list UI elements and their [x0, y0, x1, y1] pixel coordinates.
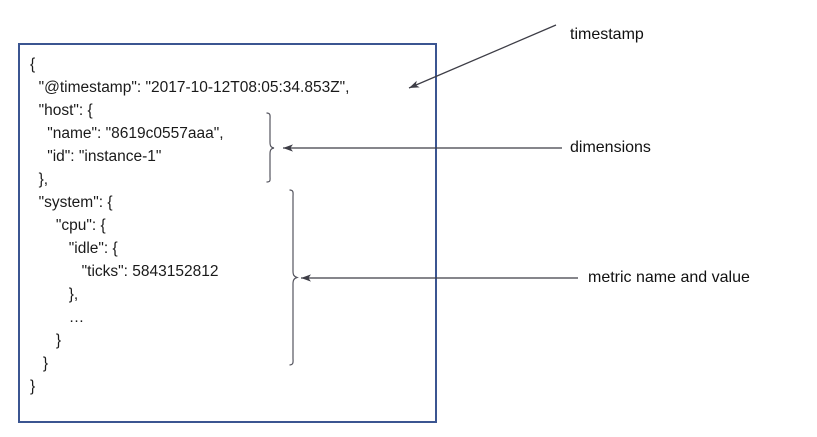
json-line-root-close: } [30, 378, 36, 395]
annotation-label-metric: metric name and value [588, 269, 750, 286]
json-line-host-open: "host": { [30, 102, 93, 119]
json-line-host-name: "name": "8619c0557aaa", [30, 125, 224, 142]
json-line: { [30, 56, 36, 73]
json-line-cpu-close: } [30, 332, 62, 349]
json-line-host-id: "id": "instance-1" [30, 148, 162, 165]
json-line-cpu-open: "cpu": { [30, 217, 106, 234]
json-line-system-close: } [30, 355, 49, 372]
json-code-block: { "@timestamp": "2017-10-12T08:05:34.853… [30, 53, 430, 398]
annotation-label-timestamp: timestamp [570, 26, 644, 43]
json-line-system-open: "system": { [30, 194, 113, 211]
json-line-ticks: "ticks": 5843152812 [30, 263, 219, 280]
json-line-idle-close: }, [30, 286, 79, 303]
annotation-label-dimensions: dimensions [570, 139, 651, 156]
json-line-ellipsis: … [30, 309, 85, 326]
json-line-idle-open: "idle": { [30, 240, 118, 257]
json-line-host-close: }, [30, 171, 49, 188]
json-document-box: { "@timestamp": "2017-10-12T08:05:34.853… [18, 43, 437, 423]
json-line-timestamp: "@timestamp": "2017-10-12T08:05:34.853Z"… [30, 79, 350, 96]
